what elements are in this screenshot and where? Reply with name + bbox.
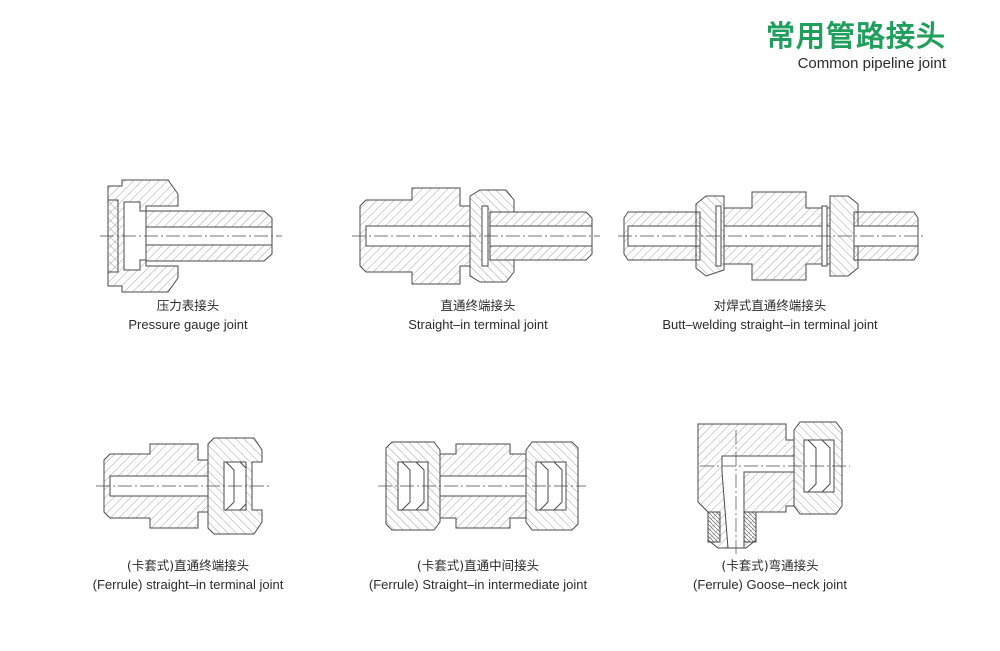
joint-caption-ferrule-intermediate: (卡套式)直通中间接头 (Ferrule) Straight–in interm… bbox=[348, 556, 608, 594]
page-subtitle: Common pipeline joint bbox=[797, 55, 946, 72]
joint-name-en: (Ferrule) straight–in terminal joint bbox=[92, 577, 284, 592]
butt-welding-joint-drawing bbox=[618, 191, 926, 281]
joint-name-cn: (卡套式)直通中间接头 bbox=[416, 558, 540, 573]
joint-caption-ferrule-terminal: (卡套式)直通终端接头 (Ferrule) straight–in termin… bbox=[58, 556, 318, 594]
ferrule-intermediate-joint-drawing bbox=[378, 441, 586, 531]
joint-caption-ferrule-goose-neck: (卡套式)弯通接头 (Ferrule) Goose–neck joint bbox=[640, 556, 900, 594]
pressure-gauge-joint-drawing bbox=[100, 179, 282, 293]
joint-caption-butt-welding: 对焊式直通终端接头 Butt–welding straight–in termi… bbox=[640, 296, 900, 334]
ferrule-terminal-joint-drawing bbox=[96, 437, 272, 535]
joint-name-en: (Ferrule) Straight–in intermediate joint bbox=[368, 577, 588, 592]
joint-name-en: Butt–welding straight–in terminal joint bbox=[662, 317, 878, 332]
joint-caption-straight-in-terminal: 直通终端接头 Straight–in terminal joint bbox=[348, 296, 608, 334]
ferrule-goose-neck-joint-drawing bbox=[697, 421, 850, 556]
joint-name-en: (Ferrule) Goose–neck joint bbox=[693, 577, 847, 592]
joint-name-cn: 对焊式直通终端接头 bbox=[713, 298, 827, 313]
page-title: 常用管路接头 bbox=[765, 19, 946, 53]
straight-in-terminal-joint-drawing bbox=[352, 187, 600, 285]
joint-name-en: Pressure gauge joint bbox=[128, 317, 248, 332]
joint-name-en: Straight–in terminal joint bbox=[408, 317, 548, 332]
joint-name-cn: 直通终端接头 bbox=[440, 298, 516, 313]
joint-caption-pressure-gauge: 压力表接头 Pressure gauge joint bbox=[58, 296, 318, 334]
joint-name-cn: 压力表接头 bbox=[156, 298, 220, 313]
joint-name-cn: (卡套式)直通终端接头 bbox=[126, 558, 250, 573]
joint-name-cn: (卡套式)弯通接头 bbox=[721, 558, 819, 573]
